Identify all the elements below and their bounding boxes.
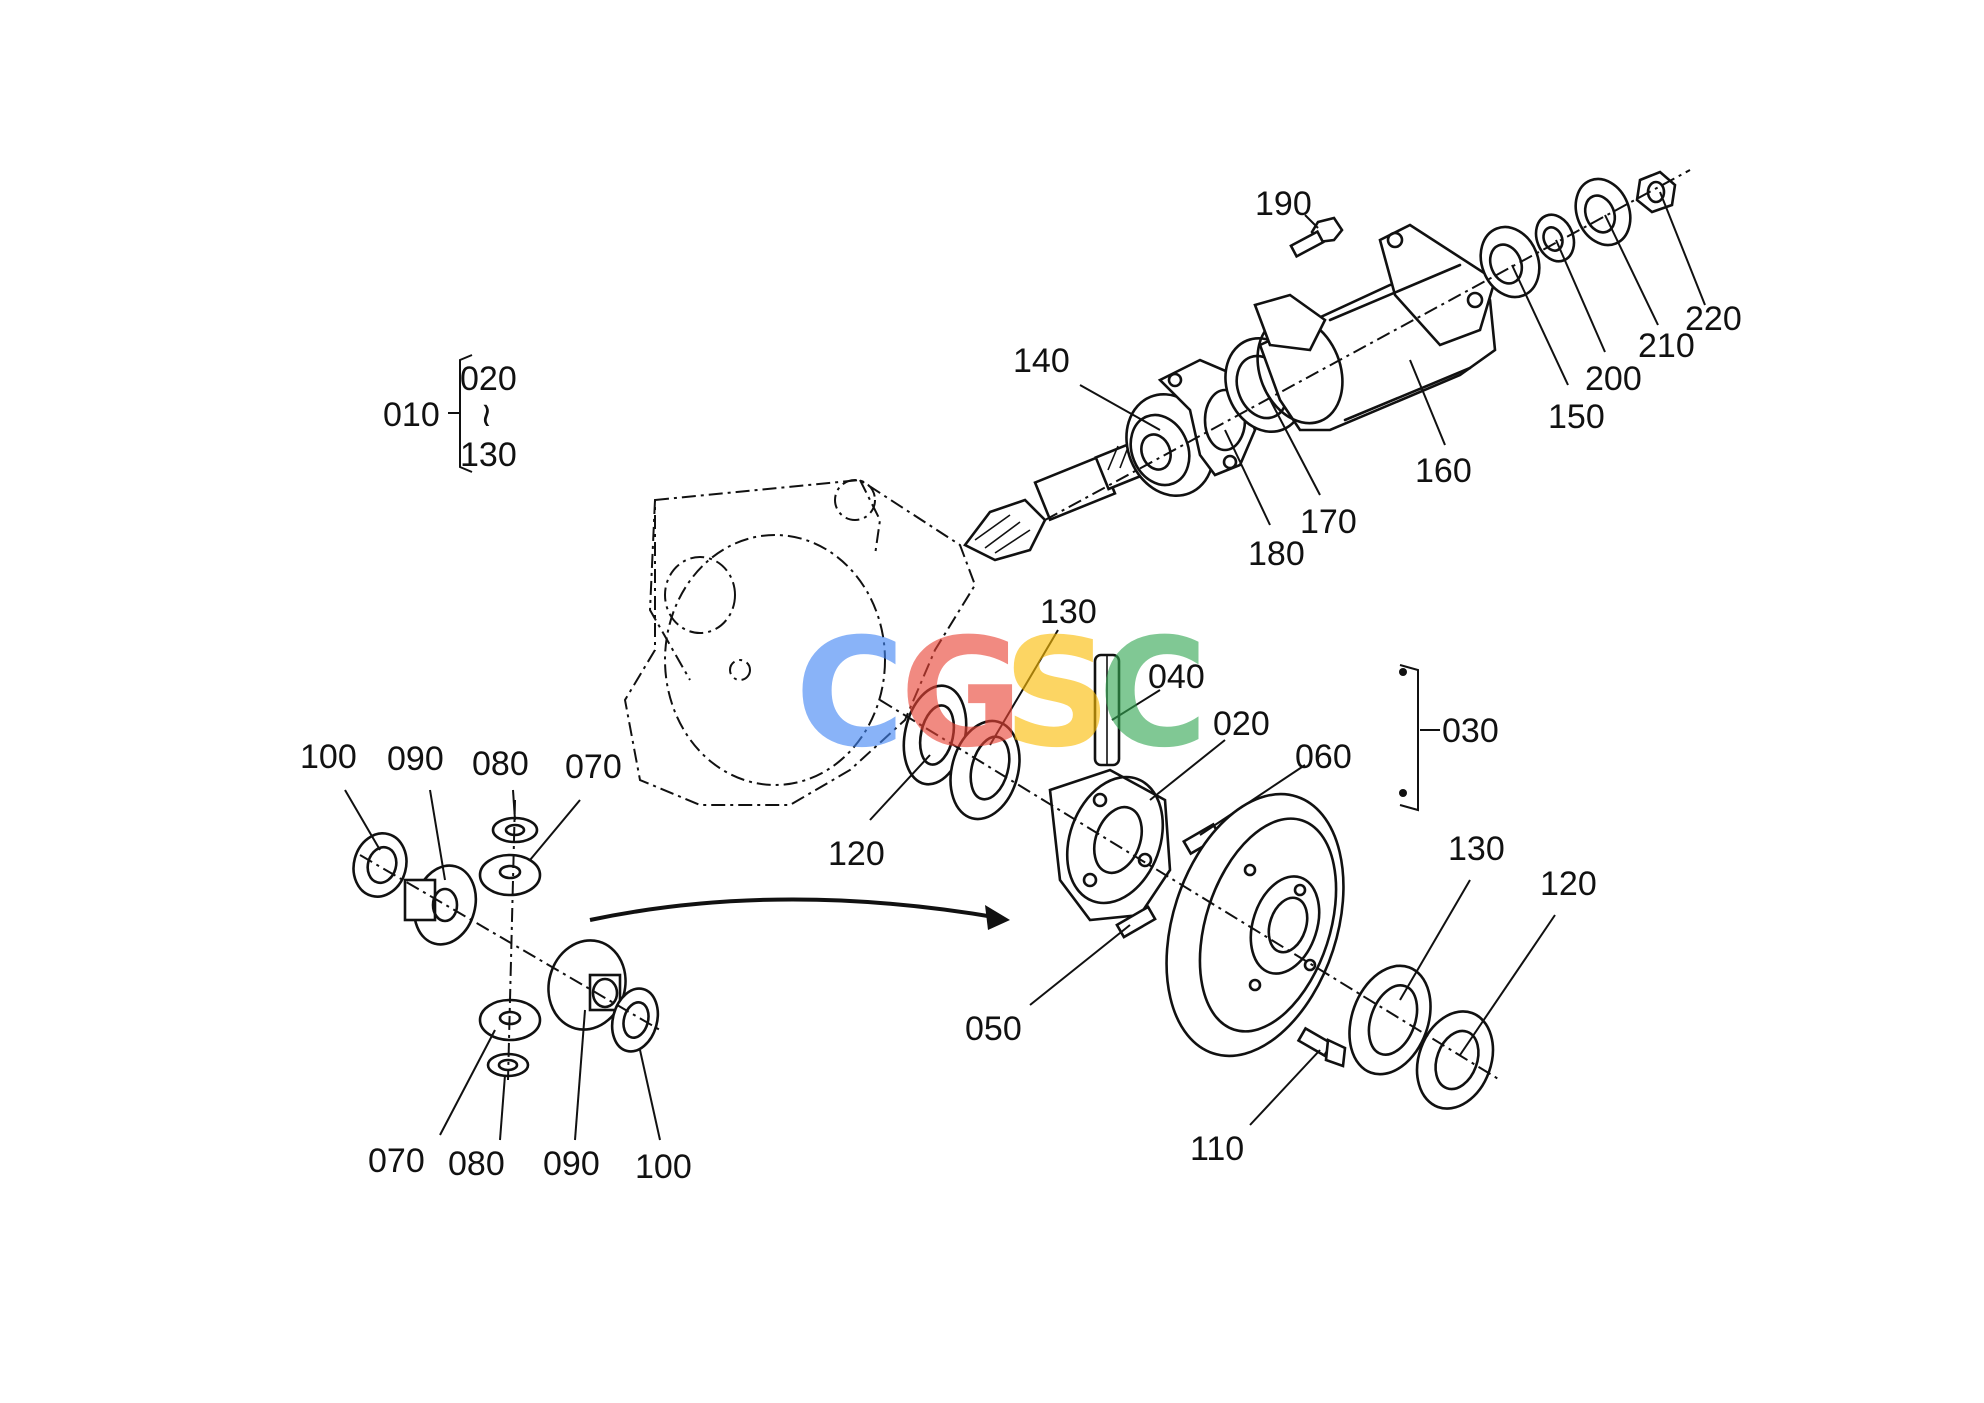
legend-bottom: 130 [460,436,517,474]
pin-050 [1115,905,1157,939]
watermark: C G S C [795,607,1208,781]
callout-200: 200 [1585,360,1642,398]
callout-030: 030 [1442,712,1499,750]
bearing-150 [1479,225,1541,299]
callout-040: 040 [1148,658,1205,696]
diff-centerline [879,699,1501,1081]
callout-110: 110 [1190,1130,1244,1168]
callout-210: 210 [1638,327,1695,365]
leader-lines [344,191,1706,1141]
pinion-case-160 [1253,223,1497,432]
legend-bracket [448,354,473,473]
callout-170: 170 [1300,503,1357,541]
spider-assembly [352,799,661,1081]
bolt-110 [1296,1026,1347,1068]
callout-120-left: 120 [828,835,885,873]
callout-130-right: 130 [1448,830,1505,868]
washer-210 [1574,177,1632,247]
nut-220 [1635,170,1677,214]
assembly-arrow [589,897,1001,922]
watermark-letter-3: S [1003,607,1111,781]
callout-080-top: 080 [472,745,529,783]
gearbox-housing [623,478,977,806]
callout-060: 060 [1295,738,1352,776]
callout-140: 140 [1013,342,1070,380]
assembly-arrowhead [985,905,1010,930]
group-bracket-030 [1399,664,1419,812]
watermark-letter-4: C [1098,607,1208,781]
callout-100-top: 100 [300,738,357,776]
callout-190: 190 [1255,185,1312,223]
callout-130-top: 130 [1040,593,1097,631]
legend-top: 020 [460,360,517,398]
bracket-dot-bottom [1399,789,1407,797]
callout-070-top: 070 [565,748,622,786]
callout-150: 150 [1548,398,1605,436]
watermark-letter-2: G [900,607,1023,781]
shaft-040 [1093,653,1121,767]
callout-160: 160 [1415,452,1472,490]
callout-080-bottom: 080 [448,1145,505,1183]
callout-020: 020 [1213,705,1270,743]
callout-070-bottom: 070 [368,1142,425,1180]
ring-gear [1165,792,1345,1058]
diff-case-020 [1048,768,1172,922]
callout-180: 180 [1248,535,1305,573]
bracket-dot-top [1399,668,1407,676]
callout-100-bottom: 100 [635,1148,692,1186]
callout-120-right: 120 [1540,865,1597,903]
bolt-190 [1289,216,1344,259]
legend-tilde: ≀ [480,396,493,434]
callout-090-bottom: 090 [543,1145,600,1183]
callout-090-top: 090 [387,740,444,778]
bearing-130-left [949,719,1021,821]
callout-050: 050 [965,1010,1022,1048]
legend-left: 010 [383,396,440,434]
callout-220: 220 [1685,300,1742,338]
watermark-letter-1: C [795,607,905,781]
